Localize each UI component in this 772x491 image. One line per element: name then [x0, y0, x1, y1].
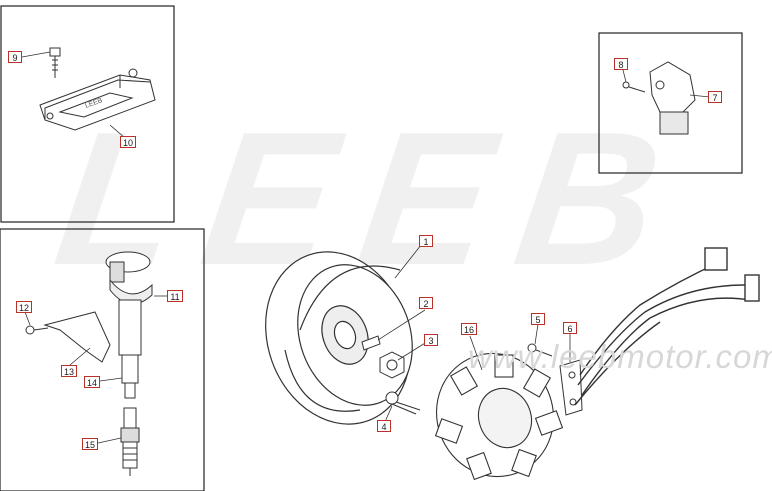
spark-plug	[120, 407, 140, 476]
callout-2: 2	[419, 297, 433, 309]
callout-9: 9	[8, 51, 22, 63]
callout-12: 12	[16, 301, 32, 313]
callout-1: 1	[419, 235, 433, 247]
sensor-part-7	[649, 61, 696, 135]
stator-bolt	[385, 391, 421, 415]
bolt-9	[49, 47, 61, 78]
callout-10: 10	[120, 136, 136, 148]
screw-8	[622, 81, 646, 93]
callout-8: 8	[614, 58, 628, 70]
callout-14: 14	[84, 376, 100, 388]
flywheel-rotor	[265, 251, 413, 425]
callout-13: 13	[61, 365, 77, 377]
flywheel-nut	[379, 351, 405, 379]
inset-frame-ignition	[0, 228, 205, 491]
stator	[434, 352, 564, 481]
pickup-sensor	[559, 359, 583, 416]
callout-3: 3	[424, 334, 438, 346]
inset-frame-ecu	[0, 5, 175, 223]
callout-11: 11	[167, 290, 183, 302]
callout-15: 15	[82, 438, 98, 450]
callout-16: 16	[461, 323, 477, 335]
wiring-harness	[574, 247, 760, 406]
ignition-coil	[105, 251, 153, 399]
bolt-12	[25, 325, 49, 335]
callout-4: 4	[377, 420, 391, 432]
watermark-url: www.leebmotor.com	[468, 338, 772, 375]
woodruff-key	[361, 335, 381, 351]
ecu-module: LEEB	[39, 68, 156, 131]
screw-5	[527, 343, 553, 357]
callout-5: 5	[531, 313, 545, 325]
coil-bracket	[43, 311, 111, 363]
callout-6: 6	[563, 322, 577, 334]
inset-frame-sensor	[598, 32, 743, 174]
callout-7: 7	[708, 91, 722, 103]
